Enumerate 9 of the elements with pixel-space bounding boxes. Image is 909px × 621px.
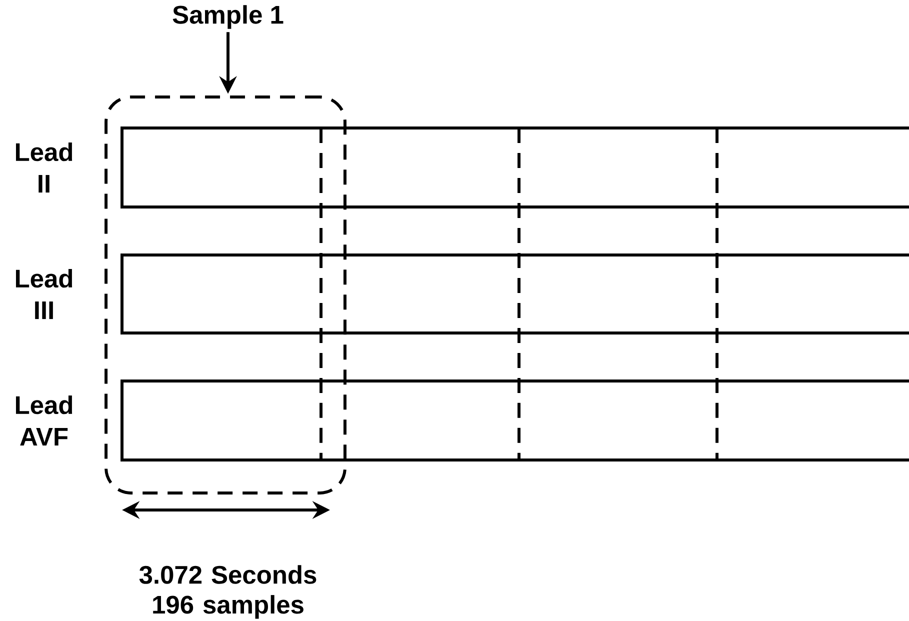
lead-strip xyxy=(120,380,909,462)
lead-label: Lead II xyxy=(16,142,72,193)
lead-label: Lead AVF xyxy=(16,395,72,446)
heading-text: Sample 1 xyxy=(172,5,284,29)
lead-label: Lead III xyxy=(16,268,72,320)
lead-strip xyxy=(120,254,909,334)
lead-strip xyxy=(120,126,909,208)
dimension-label: 3.072 Seconds 196 samples xyxy=(139,565,316,619)
dashed-box xyxy=(104,96,346,494)
